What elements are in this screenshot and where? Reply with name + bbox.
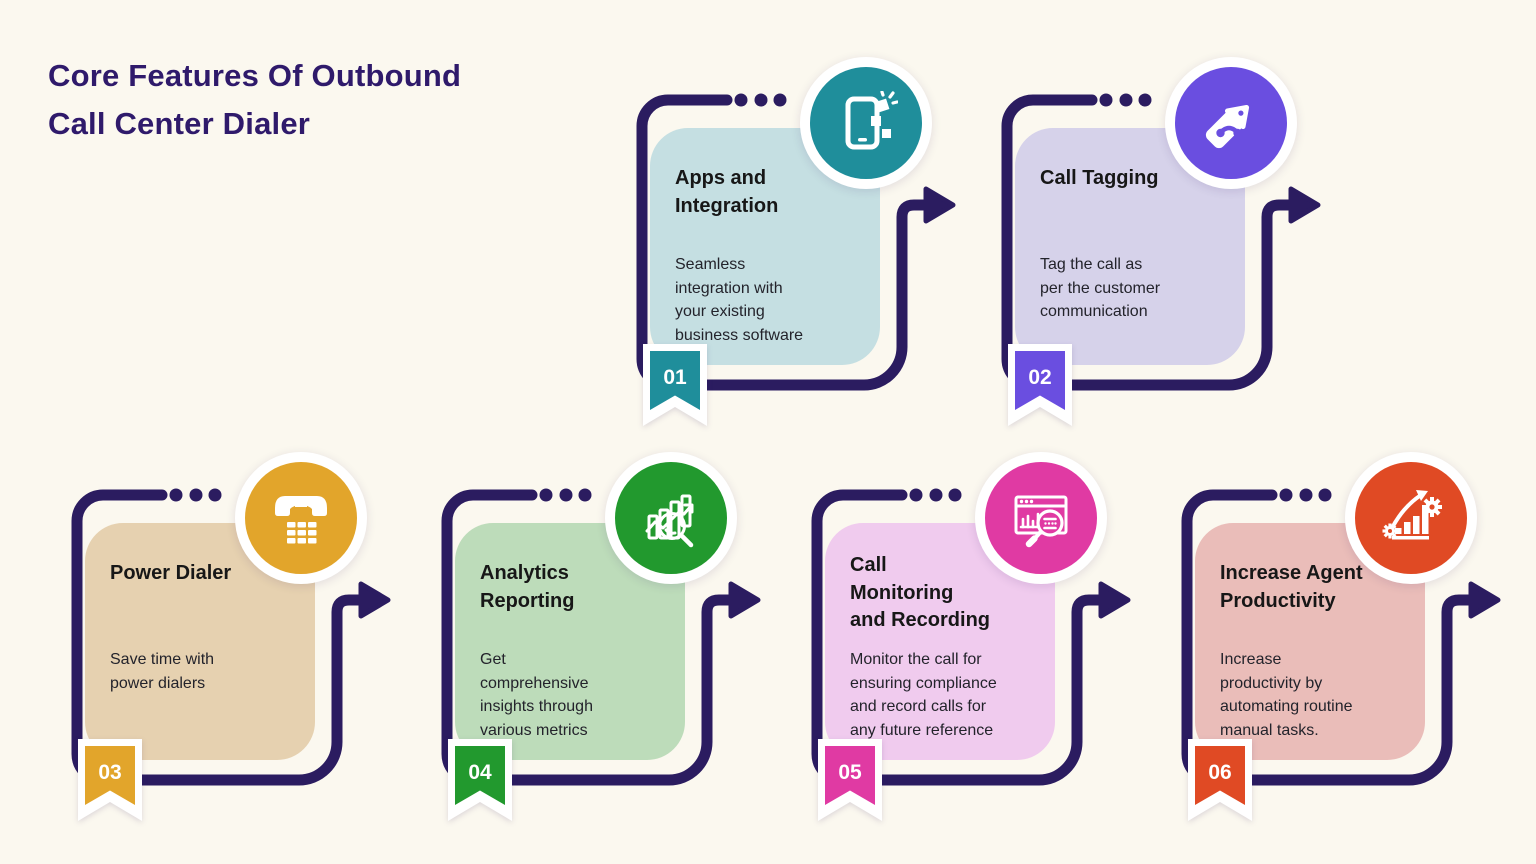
number-badge: 04 — [448, 739, 512, 821]
card-description: Monitor the call for ensuring compliance… — [850, 651, 997, 739]
svg-text:05: 05 — [838, 761, 862, 784]
page-title: Core Features Of Outbound Call Center Di… — [48, 58, 462, 142]
card-title: Call Tagging — [1040, 167, 1159, 189]
number-badge: 06 — [1188, 739, 1252, 821]
card-title: Analytics Reporting — [480, 562, 575, 612]
card-title: Apps and Integration — [675, 167, 779, 217]
feature-card-power-dialer: Power Dialer Save time with power dialer… — [55, 450, 400, 828]
number-badge: 01 — [643, 344, 707, 426]
svg-text:02: 02 — [1028, 366, 1051, 389]
feature-card-agent-productivity: Increase Agent Productivity Increase pro… — [1165, 450, 1510, 828]
analytics-chart-icon — [605, 452, 737, 584]
call-tag-icon — [1165, 57, 1297, 189]
card-description: Tag the call as per the customer communi… — [1040, 256, 1161, 321]
feature-card-call-tagging: Call Tagging Tag the call as per the cus… — [985, 55, 1330, 433]
number-badge: 02 — [1008, 344, 1072, 426]
number-badge: 03 — [78, 739, 142, 821]
card-title: Increase Agent Productivity — [1220, 562, 1363, 612]
svg-text:01: 01 — [663, 366, 687, 389]
card-description: Seamless integration with your existing … — [675, 256, 804, 344]
feature-card-call-monitoring: Call Monitoring and Recording Monitor th… — [795, 450, 1140, 828]
card-description: Get comprehensive insights through vario… — [480, 651, 593, 739]
card-description: Save time with power dialers — [110, 651, 215, 692]
svg-text:06: 06 — [1208, 761, 1231, 784]
card-title: Power Dialer — [110, 562, 232, 584]
svg-text:04: 04 — [468, 761, 492, 784]
mobile-apps-icon — [800, 57, 932, 189]
call-monitoring-icon — [975, 452, 1107, 584]
card-description: Increase productivity by automating rout… — [1220, 651, 1353, 739]
power-dialer-phone-icon — [235, 452, 367, 584]
feature-card-apps-integration: Apps and Integration Seamless integratio… — [620, 55, 965, 433]
feature-card-analytics-reporting: Analytics Reporting Get comprehensive in… — [425, 450, 770, 828]
svg-text:03: 03 — [98, 761, 121, 784]
productivity-growth-icon — [1345, 452, 1477, 584]
number-badge: 05 — [818, 739, 882, 821]
card-title: Call Monitoring and Recording — [850, 554, 991, 632]
